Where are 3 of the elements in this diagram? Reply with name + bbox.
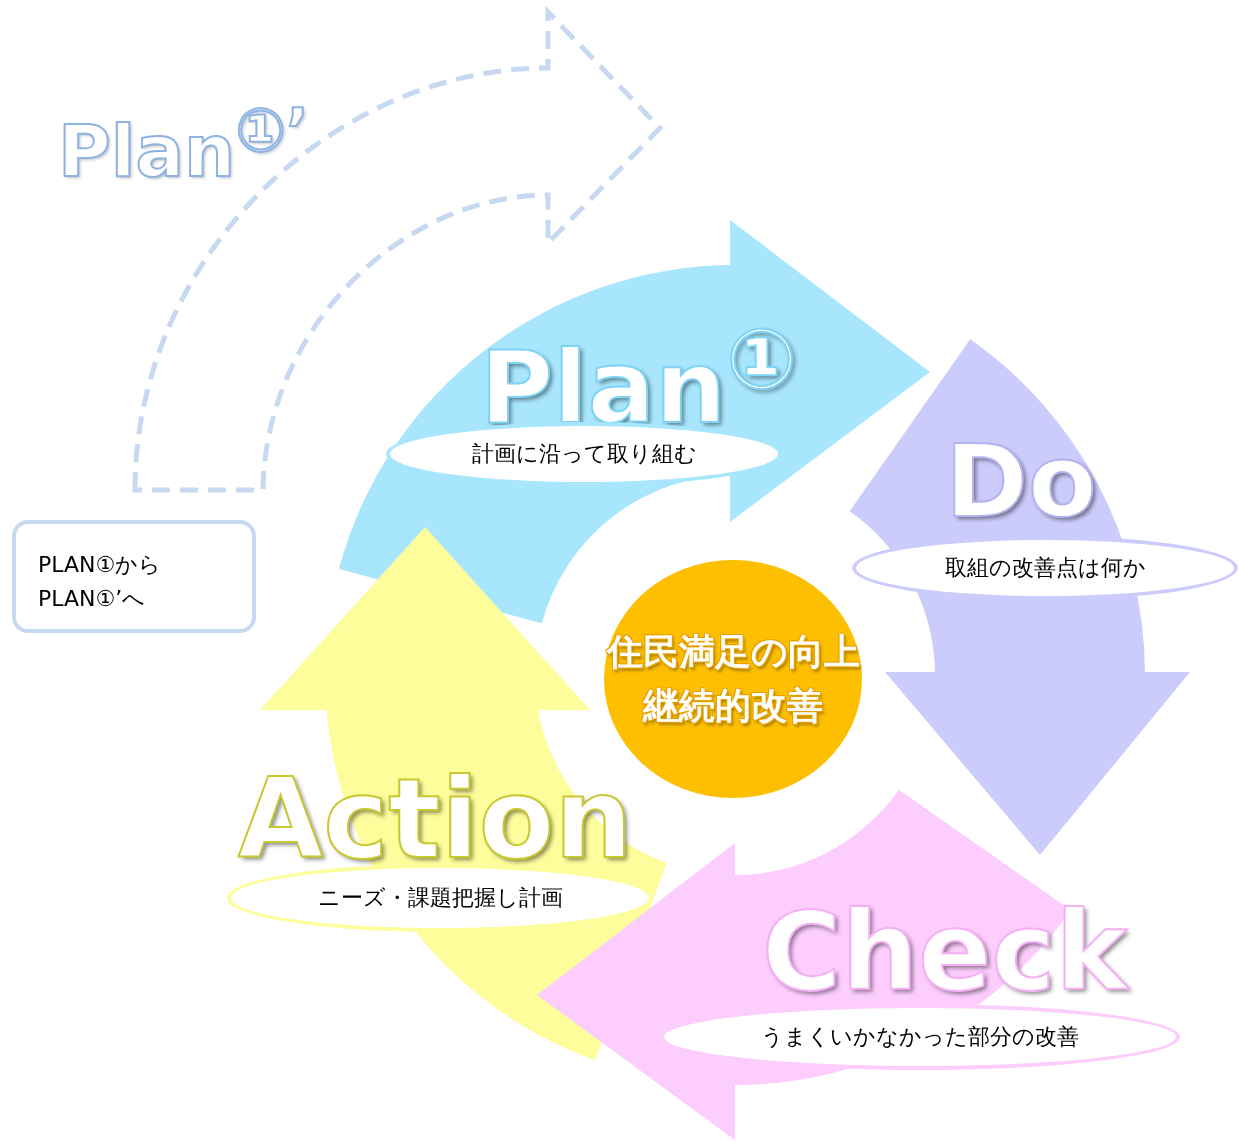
- phase-heading: Do: [945, 432, 1097, 532]
- plan-heading: Plan$^{①’}$: [58, 100, 309, 187]
- note-box: PLAN①から PLAN①’へ: [12, 520, 256, 633]
